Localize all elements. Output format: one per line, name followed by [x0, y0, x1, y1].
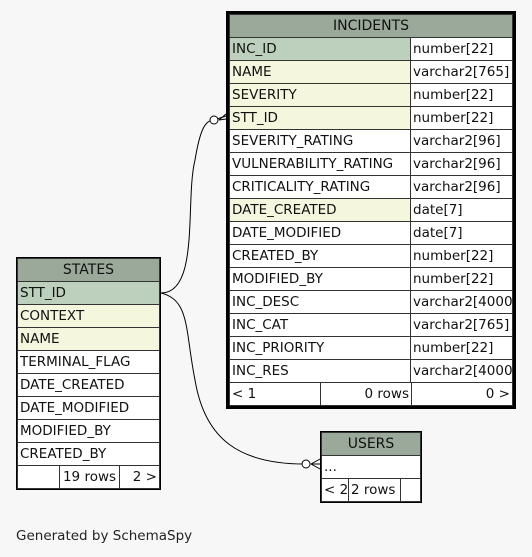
column-name[interactable]: CRITICALITY_RATING	[229, 175, 411, 199]
states-table-title[interactable]: STATES	[17, 258, 160, 282]
column-type[interactable]: date[7]	[410, 198, 513, 222]
column-type[interactable]: number[22]	[410, 106, 513, 130]
states-column-row[interactable]: CONTEXT	[17, 304, 160, 328]
column-name[interactable]: INC_ID	[229, 37, 411, 61]
column-type[interactable]: number[22]	[410, 37, 513, 61]
users-column-row[interactable]: ...	[321, 455, 421, 479]
parents-link[interactable]: < 1	[230, 383, 321, 405]
column-name[interactable]: DATE_CREATED	[229, 198, 411, 222]
column-name[interactable]: INC_PRIORITY	[229, 336, 411, 360]
column-type[interactable]: varchar2[4000]	[410, 359, 513, 383]
children-link[interactable]: 0 >	[411, 383, 512, 405]
users-table-title[interactable]: USERS	[321, 432, 421, 456]
column-name[interactable]: INC_RES	[229, 359, 411, 383]
users-fk-end-marker	[301, 459, 311, 469]
column-name[interactable]: SEVERITY_RATING	[229, 129, 411, 153]
column-name[interactable]: INC_DESC	[229, 290, 411, 314]
column-name[interactable]: STT_ID	[229, 106, 411, 130]
column-type[interactable]: varchar2[96]	[410, 129, 513, 153]
column-name[interactable]: VULNERABILITY_RATING	[229, 152, 411, 176]
column-type[interactable]: varchar2[765]	[410, 313, 513, 337]
states-column-row[interactable]: TERMINAL_FLAG	[17, 350, 160, 374]
row-count[interactable]: 0 rows	[320, 383, 412, 405]
column-name[interactable]: ...	[321, 455, 421, 479]
column-name[interactable]: INC_CAT	[229, 313, 411, 337]
column-name[interactable]: DATE_MODIFIED	[17, 396, 160, 420]
column-type[interactable]: number[22]	[410, 83, 513, 107]
incidents-table-title[interactable]: INCIDENTS	[229, 14, 513, 38]
states-column-row[interactable]: CREATED_BY	[17, 442, 160, 466]
column-type[interactable]: number[22]	[410, 267, 513, 291]
column-name[interactable]: DATE_CREATED	[17, 373, 160, 397]
column-name[interactable]: DATE_MODIFIED	[229, 221, 411, 245]
states-column-row[interactable]: STT_ID	[17, 281, 160, 305]
incidents-fk-crowfoot	[218, 113, 227, 121]
column-name[interactable]: TERMINAL_FLAG	[17, 350, 160, 374]
row-count[interactable]: 19 rows	[59, 465, 120, 489]
generated-by-footer: Generated by SchemaSpy	[16, 528, 193, 544]
children-link[interactable]	[400, 478, 421, 502]
column-name[interactable]: STT_ID	[17, 281, 160, 305]
column-type[interactable]: varchar2[4000]	[410, 290, 513, 314]
column-name[interactable]: MODIFIED_BY	[229, 267, 411, 291]
states-column-row[interactable]: DATE_MODIFIED	[17, 396, 160, 420]
row-count[interactable]: 2 rows	[348, 478, 401, 502]
column-type[interactable]: number[22]	[410, 244, 513, 268]
column-name[interactable]: CONTEXT	[17, 304, 160, 328]
column-type[interactable]: varchar2[765]	[410, 60, 513, 84]
column-type[interactable]: varchar2[96]	[410, 175, 513, 199]
incidents-fk-end-marker	[209, 115, 219, 125]
column-type[interactable]: date[7]	[410, 221, 513, 245]
parents-link[interactable]	[17, 465, 60, 489]
parents-link[interactable]: < 2	[321, 478, 349, 502]
column-name[interactable]: NAME	[229, 60, 411, 84]
children-link[interactable]: 2 >	[119, 465, 160, 489]
column-type[interactable]: varchar2[96]	[410, 152, 513, 176]
states-column-row[interactable]: DATE_CREATED	[17, 373, 160, 397]
column-name[interactable]: NAME	[17, 327, 160, 351]
column-type[interactable]: number[22]	[410, 336, 513, 360]
states-column-row[interactable]: NAME	[17, 327, 160, 351]
column-name[interactable]: CREATED_BY	[17, 442, 160, 466]
column-name[interactable]: MODIFIED_BY	[17, 419, 160, 443]
column-name[interactable]: CREATED_BY	[229, 244, 411, 268]
users-fk-crowfoot	[310, 458, 321, 470]
column-name[interactable]: SEVERITY	[229, 83, 411, 107]
states-column-row[interactable]: MODIFIED_BY	[17, 419, 160, 443]
states-incidents-link	[160, 115, 227, 294]
